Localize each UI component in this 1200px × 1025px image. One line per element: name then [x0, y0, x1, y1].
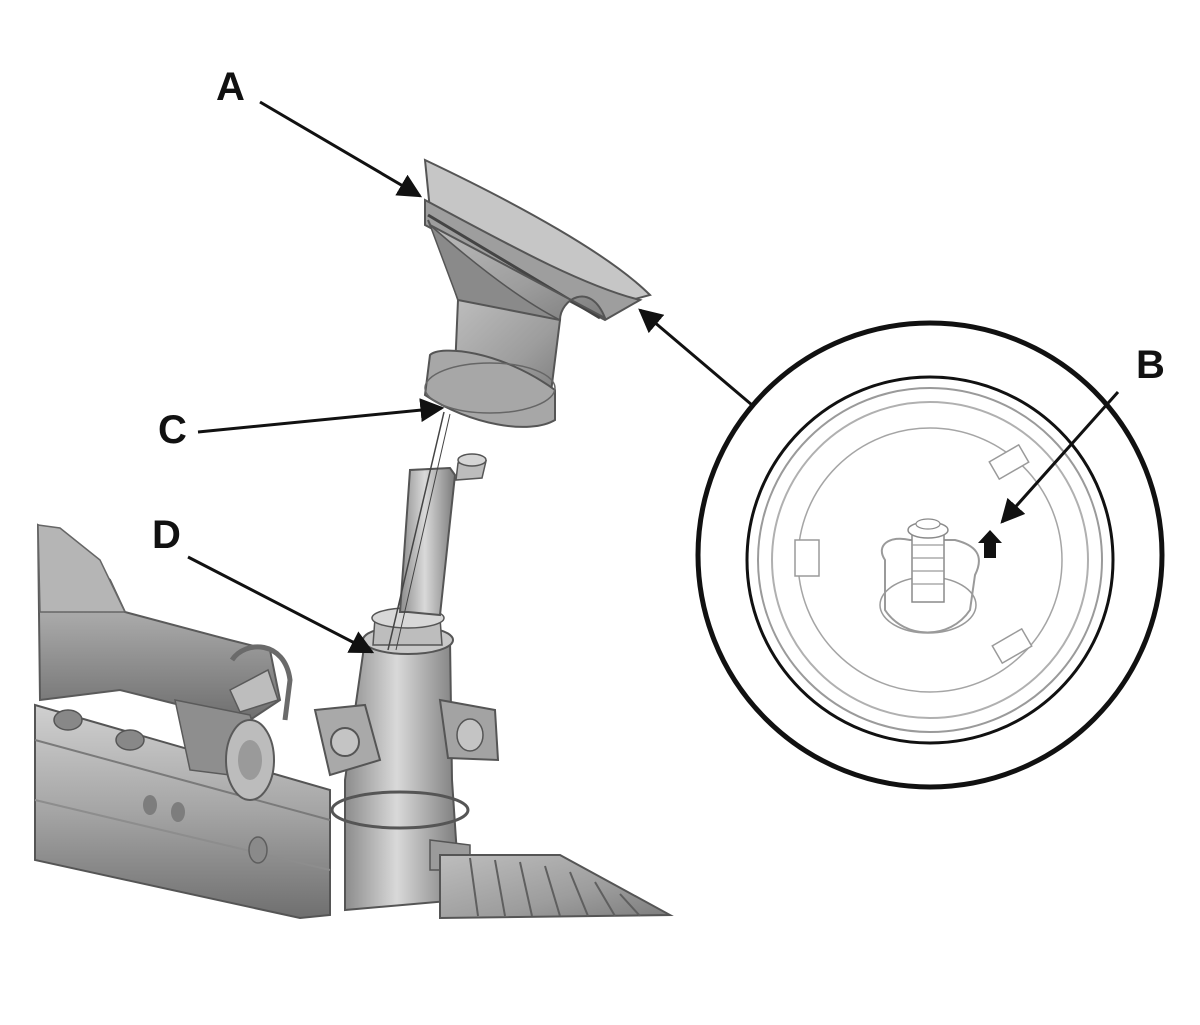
- leader-lines: [187, 100, 1120, 654]
- callout-c: C: [158, 408, 187, 452]
- detail-pointer-arrow: [638, 308, 753, 407]
- detail-view-circle: [695, 320, 1165, 790]
- leader-c: [197, 398, 445, 434]
- alignment-line: [387, 411, 445, 651]
- leader-a: [259, 100, 423, 198]
- dust-seal-boot: [423, 158, 652, 428]
- leader-b: [1000, 391, 1120, 524]
- up-arrow-icon: [978, 530, 1002, 558]
- steering-gearbox: [34, 453, 674, 920]
- callout-d: D: [152, 513, 181, 557]
- callout-b: B: [1136, 343, 1165, 387]
- callout-a: A: [216, 65, 245, 109]
- leader-d: [187, 555, 375, 654]
